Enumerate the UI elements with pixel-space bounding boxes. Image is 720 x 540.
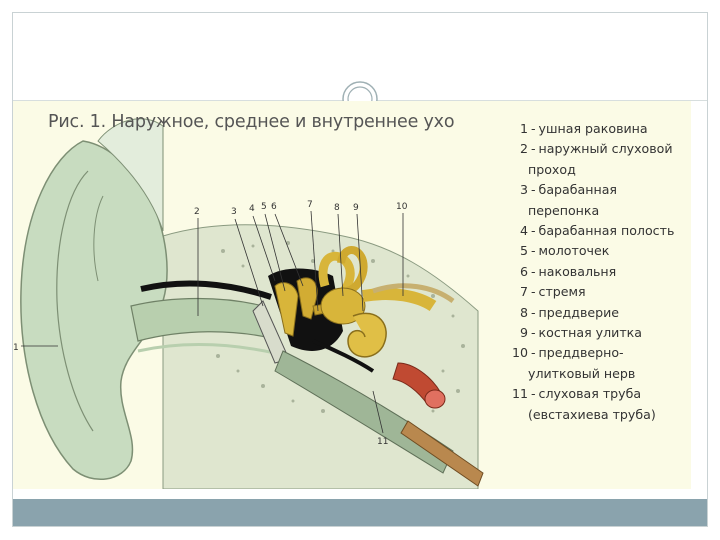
callout-2: 2: [194, 207, 200, 217]
callout-4: 4: [249, 204, 255, 214]
footer-bar: [13, 499, 707, 526]
legend-item-8: 8-преддверие: [498, 303, 698, 323]
figure-legend: 1-ушная раковина 2-наружный слуховой про…: [498, 119, 698, 425]
legend-item-2: 2-наружный слуховой: [498, 139, 698, 159]
legend-item-5: 5-молоточек: [498, 241, 698, 261]
legend-item-4: 4-барабанная полость: [498, 221, 698, 241]
legend-item-10: 10-преддверно-: [498, 343, 698, 363]
legend-item-11-cont: (евстахиева труба): [498, 405, 698, 425]
legend-item-3: 3-барабанная: [498, 180, 698, 200]
callout-3: 3: [231, 207, 237, 217]
callout-10: 10: [396, 202, 408, 212]
callout-5: 5: [261, 202, 267, 212]
legend-item-11: 11-слуховая труба: [498, 384, 698, 404]
legend-item-6: 6-наковальня: [498, 262, 698, 282]
ear-anatomy-illustration: 1 2 3 4 5 6 7 8 9 10 11: [13, 101, 495, 489]
legend-item-1: 1-ушная раковина: [498, 119, 698, 139]
callout-1: 1: [13, 343, 19, 353]
legend-item-9: 9-костная улитка: [498, 323, 698, 343]
legend-item-2-cont: проход: [498, 160, 698, 180]
callout-8: 8: [334, 203, 340, 213]
callout-11: 11: [377, 437, 388, 447]
callout-7: 7: [307, 200, 313, 210]
legend-item-10-cont: улитковый нерв: [498, 364, 698, 384]
callout-9: 9: [353, 203, 359, 213]
legend-item-3-cont: перепонка: [498, 201, 698, 221]
legend-item-7: 7-стремя: [498, 282, 698, 302]
figure-title: Рис. 1. Наружное, среднее и внутреннее у…: [48, 112, 454, 132]
callout-6: 6: [271, 202, 277, 212]
